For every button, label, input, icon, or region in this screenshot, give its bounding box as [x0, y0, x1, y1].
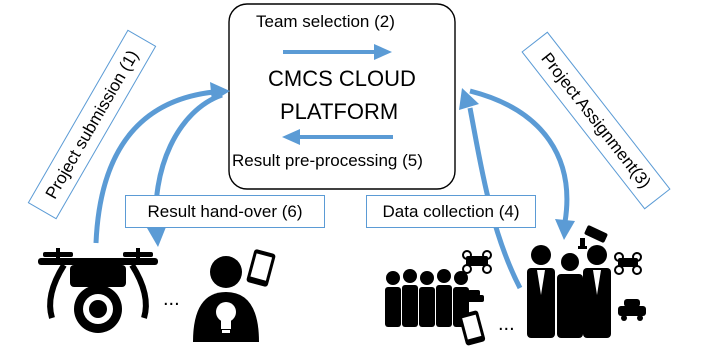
ellipsis-left: ... [163, 288, 180, 310]
mini-drone-icon-team [614, 252, 642, 275]
crowd-icon [385, 269, 469, 327]
platform-title-line2: PLATFORM [280, 99, 399, 124]
result-handover-label: Result hand-over (6) [125, 195, 325, 228]
ellipsis-right: ... [498, 313, 515, 335]
result-preprocessing-arrow [282, 129, 393, 145]
car-icon-team [618, 299, 646, 321]
data-collection-label: Data collection (4) [366, 195, 536, 228]
project-assignment-arrow [469, 88, 575, 240]
idea-person-icon [193, 256, 259, 342]
drone-icon [38, 248, 158, 333]
smartphone-icon-crowd [458, 310, 486, 346]
platform-title-line1: CMCS CLOUD [268, 66, 416, 91]
smartphone-icon [246, 249, 276, 287]
team-selection-arrow [283, 44, 392, 60]
camera-icon [578, 225, 608, 249]
team-icon [527, 245, 611, 338]
result-preprocessing-label: Result pre-processing (5) [232, 151, 423, 170]
team-selection-label: Team selection (2) [256, 12, 395, 31]
mini-drone-icon [462, 250, 492, 274]
car-icon [464, 290, 484, 302]
